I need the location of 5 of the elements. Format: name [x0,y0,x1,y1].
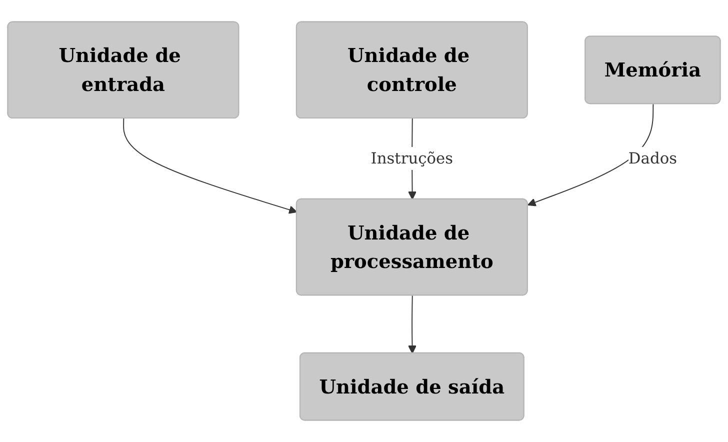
arrow [527,104,654,206]
edge-label: Dados [628,148,677,168]
arrow [123,118,298,214]
arrow [408,295,416,354]
edge-label: Instruções [370,148,454,168]
